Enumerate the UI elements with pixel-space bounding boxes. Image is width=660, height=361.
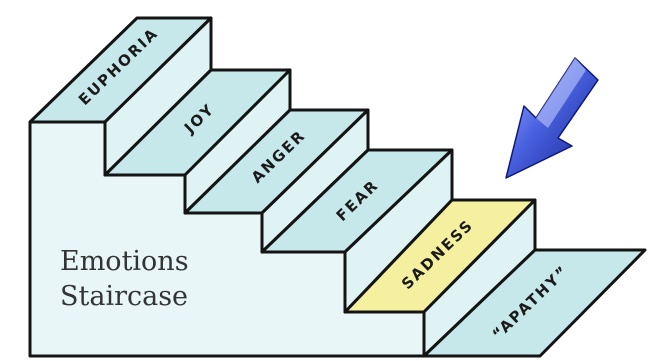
step-fear: FEAR: [260, 148, 454, 314]
step-anger: ANGER: [183, 108, 370, 254]
title-line-staircase: Staircase: [60, 281, 188, 312]
title-line-emotions: Emotions: [60, 246, 189, 277]
step-joy: JOY: [103, 68, 292, 215]
down-left-arrow-icon: [505, 57, 599, 179]
step-sadness: SADNESS: [343, 198, 537, 358]
